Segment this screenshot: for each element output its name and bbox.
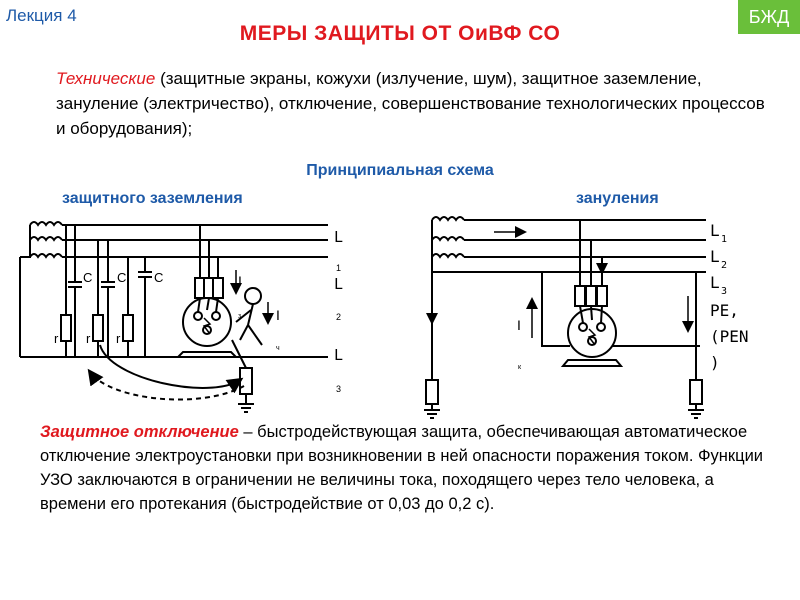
- coil-icon: [29, 236, 63, 242]
- label-z: з: [238, 313, 241, 320]
- technical-lead: Технические: [56, 69, 156, 88]
- scheme-title: Принципиальная схема: [306, 162, 494, 179]
- label-1: 1: [336, 263, 341, 273]
- grounding-labels: L 1 L 2 L 3 C C C r r r I з I ч: [54, 228, 343, 394]
- label-1: 1: [721, 234, 727, 245]
- label-l: L: [710, 221, 720, 240]
- coil-icon: [431, 216, 465, 222]
- label-r: r: [116, 331, 121, 346]
- person-icon: [244, 287, 262, 305]
- insulation-resistors: [60, 225, 134, 357]
- label-pen: (PEN: [710, 327, 749, 346]
- neutralling-heading: зануления: [576, 190, 659, 207]
- label-k: к: [518, 364, 522, 371]
- label-l: L: [710, 247, 720, 266]
- label-3: 3: [721, 286, 727, 297]
- label-2: 2: [336, 312, 341, 322]
- coil-icon: [29, 221, 63, 227]
- coil-icon: [431, 236, 465, 242]
- label-ch: ч: [276, 345, 280, 352]
- coil-icon: [29, 253, 63, 259]
- label-i: I: [517, 317, 521, 333]
- technical-measures-paragraph: Технические (защитные экраны, кожухи (из…: [56, 66, 776, 141]
- subject-badge: БЖД: [738, 0, 800, 34]
- label-pen-close: ): [710, 353, 720, 372]
- motor-icon: [182, 297, 232, 347]
- grounding-diagram: [19, 221, 328, 413]
- label-l: L: [334, 275, 343, 293]
- lecture-number: Лекция 4: [6, 6, 77, 25]
- neutralling-labels: L 1 L 2 L 3 PE, (PEN ) I к: [517, 221, 749, 372]
- neutralling-diagram: [424, 216, 706, 419]
- slide-title: МЕРЫ ЗАЩИТЫ ОТ ОиВФ СО: [239, 22, 561, 45]
- label-r: r: [86, 331, 91, 346]
- label-l: L: [710, 273, 720, 292]
- label-2: 2: [721, 260, 727, 271]
- label-l: L: [334, 346, 343, 364]
- grounding-heading: защитного заземления: [62, 190, 243, 207]
- protective-shutdown-paragraph: Защитное отключение – быстродействующая …: [40, 420, 780, 516]
- label-c: C: [117, 270, 126, 285]
- label-pe: PE,: [710, 301, 739, 320]
- label-3: 3: [336, 384, 341, 394]
- ground-resistor: [239, 367, 253, 395]
- label-i: I: [276, 307, 280, 323]
- label-c: C: [154, 270, 163, 285]
- protection-lead: Защитное отключение: [40, 423, 239, 441]
- coil-icon: [431, 253, 465, 259]
- label-l: L: [334, 228, 343, 246]
- protection-text: – быстродействующая защита, обеспечивающ…: [40, 423, 764, 513]
- label-i: I: [238, 273, 242, 289]
- label-r: r: [54, 331, 59, 346]
- label-c: C: [83, 270, 92, 285]
- insulation-capacitors: [68, 225, 152, 357]
- technical-text: (защитные экраны, кожухи (излучение, шум…: [56, 69, 765, 138]
